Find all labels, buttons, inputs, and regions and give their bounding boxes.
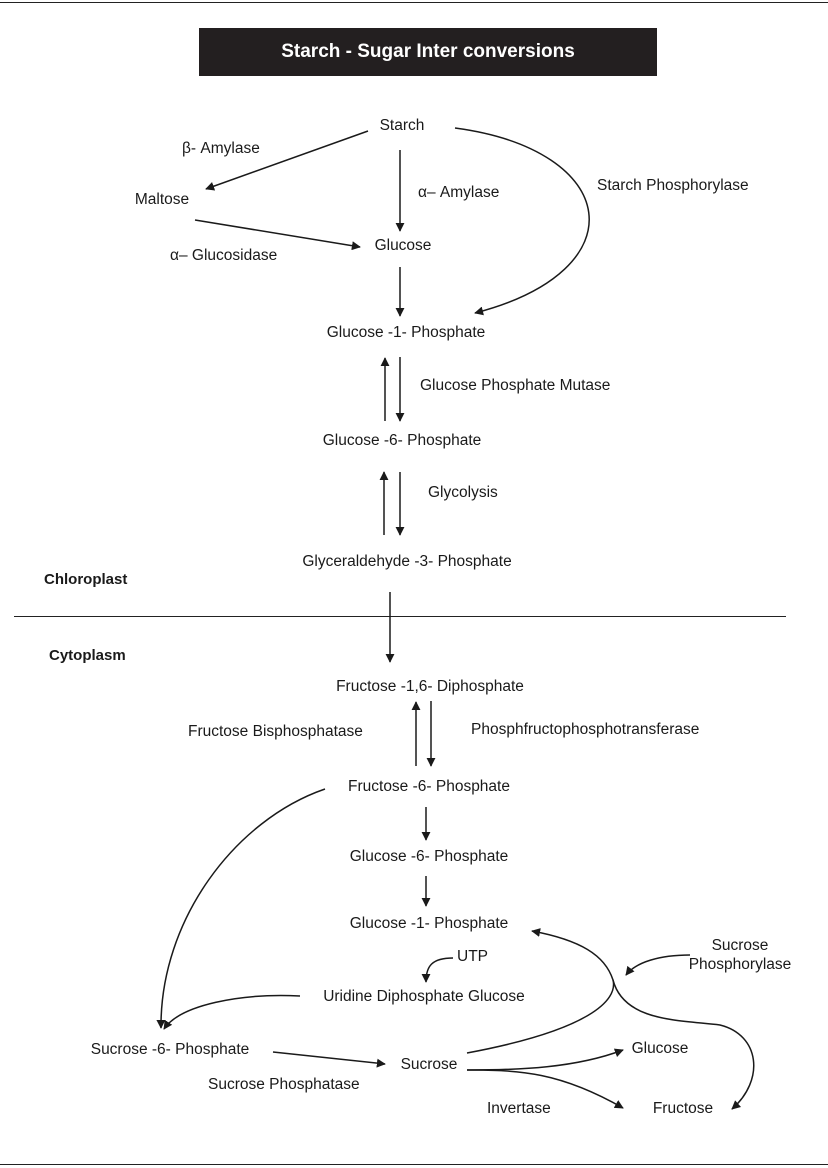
node-glucose-6-phosphate-bottom: Glucose -6- Phosphate — [349, 848, 509, 865]
membrane-divider — [14, 616, 786, 617]
process-glycolysis: Glycolysis — [428, 484, 498, 501]
cytoplasm-label: Cytoplasm — [49, 647, 126, 664]
arrow-sucrose-to-glucose — [466, 1048, 624, 1071]
enzyme-sucrose-phosphorylase: Sucrose Phosphorylase — [688, 937, 792, 973]
enzyme-alpha-glucosidase: α– Glucosidase — [170, 247, 278, 264]
node-glyceraldehyde-3-phosphate: Glyceraldehyde -3- Phosphate — [302, 553, 512, 570]
node-fructose-1-6-diphosphate: Fructose -1,6- Diphosphate — [336, 678, 524, 695]
node-glucose-6-phosphate-top: Glucose -6- Phosphate — [322, 432, 482, 449]
arrow-udpg-to-sucrose-6-phosphate — [163, 994, 301, 1030]
node-maltose: Maltose — [134, 191, 190, 208]
node-sucrose-6-phosphate: Sucrose -6- Phosphate — [90, 1041, 250, 1058]
node-glucose-1-phosphate-bottom: Glucose -1- Phosphate — [349, 915, 509, 932]
cofactor-utp: UTP — [457, 948, 488, 965]
enzyme-sucrose-phosphatase: Sucrose Phosphatase — [208, 1076, 360, 1093]
arrow-sucrose-phosphorylase-to-fructose — [612, 979, 755, 1110]
node-glucose-1-phosphate-top: Glucose -1- Phosphate — [326, 324, 486, 341]
node-fructose-6-phosphate: Fructose -6- Phosphate — [348, 778, 510, 795]
arrow-utp-to-udpg — [421, 957, 454, 983]
enzyme-alpha-amylase: α– Amylase — [418, 184, 500, 201]
node-glucose-top: Glucose — [374, 237, 432, 254]
arrow-starch-to-glucose-1-phosphate — [454, 127, 590, 316]
node-glucose-bottom: Glucose — [631, 1040, 689, 1057]
arrow-maltose-to-glucose — [194, 219, 361, 251]
top-rule — [0, 2, 828, 3]
enzyme-starch-phosphorylase: Starch Phosphorylase — [597, 177, 749, 194]
enzyme-phosphofructophosphotransferase: Phosphfructophosphotransferase — [471, 721, 700, 738]
arrow-starch-to-maltose — [205, 130, 369, 191]
node-sucrose: Sucrose — [400, 1056, 458, 1073]
enzyme-invertase: Invertase — [487, 1100, 551, 1117]
arrow-f6p-to-sucrose-6-phosphate — [156, 788, 326, 1029]
node-uridine-diphosphate-glucose: Uridine Diphosphate Glucose — [323, 988, 525, 1005]
node-starch: Starch — [379, 117, 425, 134]
arrow-enzyme-sucrose-phosphorylase — [625, 954, 691, 976]
enzyme-fructose-bisphosphatase: Fructose Bisphosphatase — [188, 723, 363, 740]
arrow-s6p-to-sucrose — [272, 1051, 386, 1068]
enzyme-beta-amylase: β- Amylase — [182, 140, 260, 157]
chloroplast-label: Chloroplast — [44, 571, 128, 588]
diagram-title: Starch - Sugar Inter conversions — [199, 28, 657, 76]
arrow-sucrose-phosphorylase-to-g1p — [466, 928, 615, 1054]
arrow-sucrose-to-fructose — [466, 1069, 624, 1109]
enzyme-glucose-phosphate-mutase: Glucose Phosphate Mutase — [420, 377, 611, 394]
bottom-rule — [0, 1164, 828, 1165]
node-fructose: Fructose — [652, 1100, 714, 1117]
